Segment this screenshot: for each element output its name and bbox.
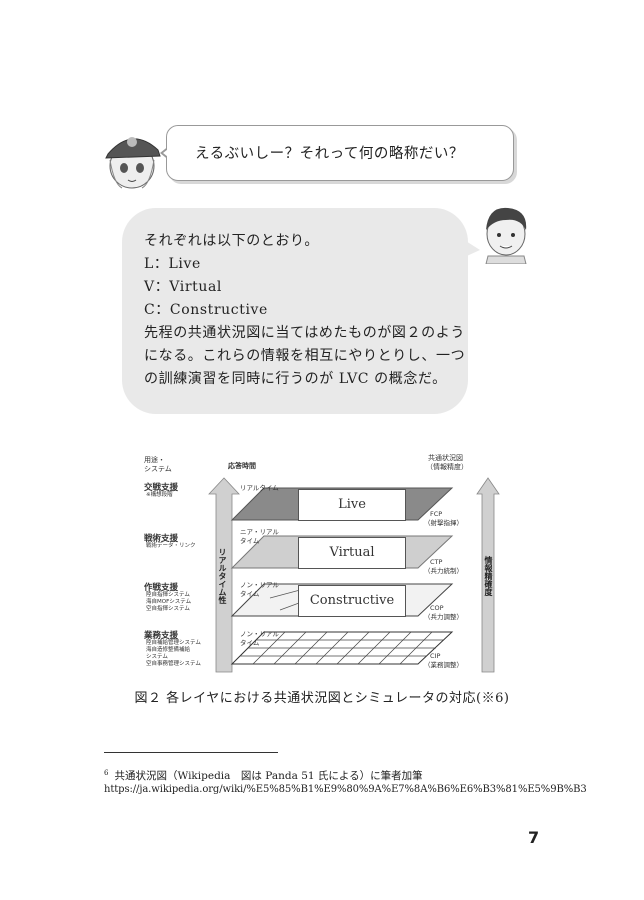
- answer-line: 先程の共通状況図に当てはめたものが図２のよう: [144, 325, 465, 341]
- layer-sub: システム: [146, 654, 168, 660]
- footnote-text: 共通状況図（Wikipedia 図は Panda 51 氏による）に筆者加筆: [114, 770, 423, 782]
- layer-code: CTP: [430, 558, 443, 566]
- layer-time: タイム: [240, 537, 260, 545]
- virtual-label: Virtual: [329, 545, 375, 560]
- figure-caption: 図２ 各レイヤにおける共通状況図とシミュレータの対応(※6): [134, 691, 510, 706]
- answer-line: それぞれは以下のとおり。: [144, 233, 319, 249]
- layer-sub: 空自指揮システム: [146, 606, 190, 612]
- answer-line: の訓練演習を同時に行うのが LVC の概念だ。: [144, 371, 447, 387]
- center-header: 応答時間: [228, 462, 256, 470]
- layer-time: タイム: [240, 590, 260, 598]
- right-header-1: 共通状況図: [428, 454, 463, 462]
- layer-code: CIP: [430, 652, 441, 660]
- bubble-tail: [458, 236, 480, 260]
- layer-code: FCP: [430, 510, 443, 518]
- live-box: Live: [298, 489, 406, 521]
- layer-sub: 海自造修整備補給: [146, 647, 191, 653]
- lvc-figure: 用途・ システム 応答時間 共通状況図 （情報精度）: [144, 454, 500, 673]
- layer-name: 作戦支援: [144, 583, 179, 593]
- footnote-url[interactable]: https://ja.wikipedia.org/wiki/%E5%85%B1%…: [104, 784, 587, 795]
- layer-diagram: [208, 477, 500, 673]
- layer-name: 業務支援: [144, 631, 179, 641]
- layer-time: ニア・リアル: [240, 528, 279, 536]
- answer-line: になる。これらの情報を相互にやりとりし、一つ: [144, 348, 466, 364]
- layer-time: ノン・リアル: [240, 581, 279, 589]
- answer-line: L：Live: [144, 256, 201, 272]
- layer-sub: 海自MOFシステム: [146, 599, 192, 605]
- layer-name: 戦術支援: [144, 534, 179, 544]
- layer-sub: 戦術データ・リンク: [146, 543, 196, 549]
- virtual-box: Virtual: [298, 537, 406, 569]
- footnote-text-line: 6 共通状況図（Wikipedia 図は Panda 51 氏による）に筆者加筆: [104, 768, 423, 783]
- constructive-label: Constructive: [309, 593, 395, 608]
- bubble-tail-inner: [163, 146, 172, 160]
- layer-sub: 空自事務管理システム: [146, 661, 201, 667]
- answer-line: V：Virtual: [144, 279, 223, 295]
- layer-code-sub: （業務調整）: [424, 661, 463, 669]
- page-number: 7: [528, 828, 540, 847]
- footnote-rule: [104, 752, 278, 753]
- layer-sub: ※構想段階: [146, 492, 173, 498]
- question-text: えるぶいしー？それって何の略称だい？: [195, 146, 464, 162]
- footnote-marker: 6: [104, 769, 109, 777]
- right-arrow-label: 情報精確度: [484, 556, 493, 596]
- layer-sub: 陸自補給管理システム: [146, 640, 201, 646]
- right-header-2: （情報精度）: [426, 463, 468, 471]
- layer-code-sub: （兵力調整）: [424, 613, 463, 621]
- character-avatar-girl: [105, 137, 161, 189]
- left-header-2: システム: [144, 465, 172, 473]
- layer-name: 交戦支援: [144, 483, 179, 493]
- layer-time: タイム: [240, 639, 260, 647]
- left-header-1: 用途・: [144, 456, 165, 464]
- character-avatar-boy: [485, 207, 527, 264]
- layer-code-sub: （兵力統制）: [424, 567, 463, 575]
- constructive-box: Constructive: [298, 585, 406, 617]
- layer-time: リアルタイム: [240, 484, 279, 492]
- left-arrow-label: リアルタイム性: [218, 548, 227, 604]
- speech-bubble-question: えるぶいしー？それって何の略称だい？: [166, 125, 514, 181]
- layer-code: COP: [430, 604, 444, 612]
- live-label: Live: [338, 497, 366, 512]
- speech-bubble-answer: それぞれは以下のとおり。 L：Live V：Virtual C：Construc…: [122, 208, 468, 414]
- layer-time: ノン・リアル: [240, 630, 279, 638]
- layer-sub: 陸自指揮システム: [146, 592, 190, 598]
- layer-code-sub: （射撃指揮）: [424, 519, 463, 527]
- answer-line: C：Constructive: [144, 302, 268, 318]
